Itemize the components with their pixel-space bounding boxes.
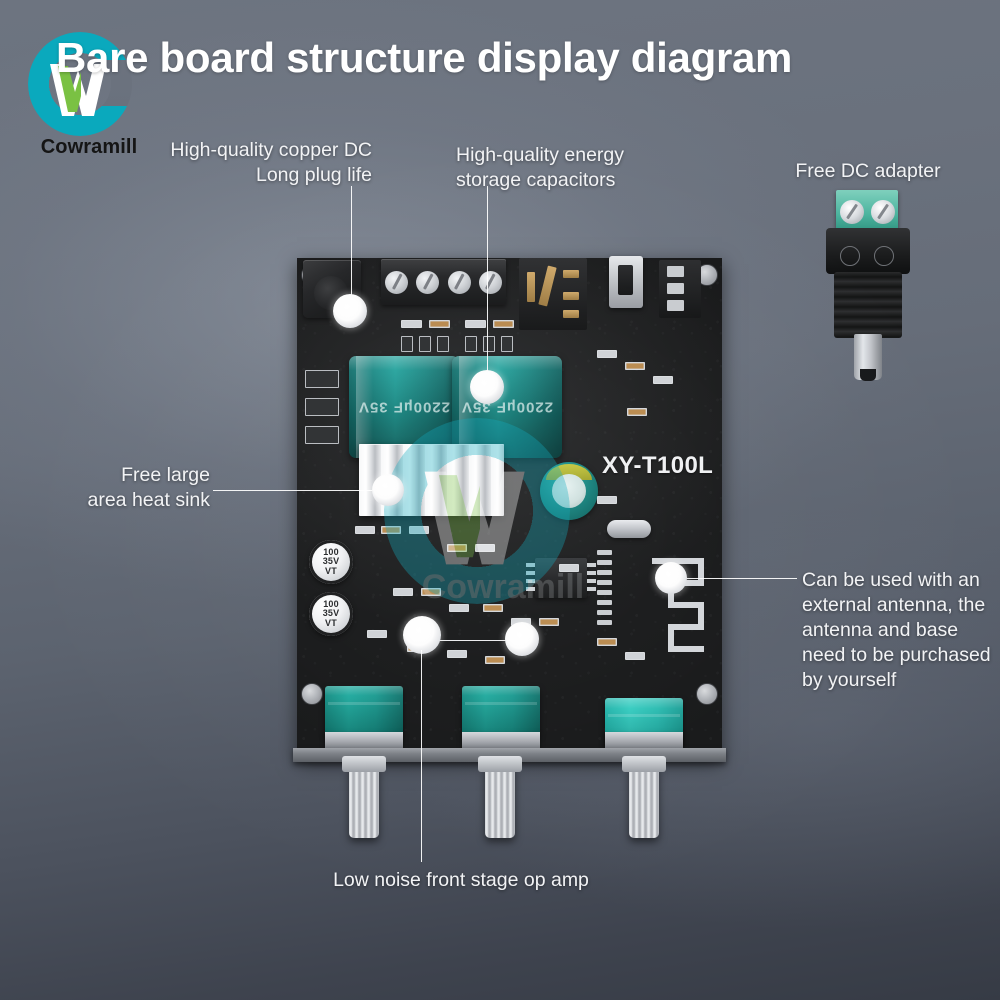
potentiometer-shaft[interactable] [622,756,666,838]
adapter-barrel-pin [854,334,882,381]
minus-polarity-icon [840,246,860,266]
callout-external-antenna: Can be used with an external antenna, th… [802,569,991,691]
callout-heat-sink: Free large area heat sink [87,464,211,511]
mount-hole [696,683,718,705]
terminal-screw-icon [447,270,471,294]
callout-dot-dc-jack [333,294,367,328]
potentiometer-body[interactable] [462,686,540,734]
potentiometer-base [462,732,540,748]
brand-logo: Cowramill [14,32,164,158]
board-bottom-rail [293,748,726,762]
slide-switch[interactable] [609,256,643,308]
crystal-oscillator [607,520,651,538]
electrolytic-capacitor-teal [540,462,598,520]
potentiometer-shaft[interactable] [478,756,522,838]
callout-dc-jack: High-quality copper DC Long plug life [170,139,372,186]
callout-dot-capacitors [470,370,504,404]
mount-hole [301,683,323,705]
adapter-grip-ribs [834,272,902,338]
callout-storage-capacitors: High-quality energy storage capacitors [456,144,625,191]
potentiometer-body[interactable] [325,686,403,734]
board-model-silkscreen: XY-T100L [602,452,714,479]
leader-line-dc-jack [351,186,353,310]
leader-line-opamp-cross [430,640,526,642]
callout-dot-heat-sink [372,474,404,506]
electrolytic-capacitor-large: 2200µF 35V [452,356,562,458]
brand-name: Cowramill [40,136,138,158]
adapter-screw-icon [870,200,895,224]
leader-line-heat-sink [213,490,388,492]
screw-terminal-block-4pin [381,259,506,305]
cowramill-c-icon [28,32,134,136]
electrolytic-capacitor-large: 2200µF 35V [349,356,459,458]
callout-dot-opamp-right [505,622,539,656]
adapter-terminal-block [836,190,898,234]
callout-dot-antenna [655,562,687,594]
callout-dot-opamp-left [403,616,441,654]
cowramill-w-icon [48,62,114,118]
potentiometer-base [325,732,403,748]
page-title: Bare board structure display diagram [56,34,793,81]
leader-line-capacitors [487,186,489,386]
plus-polarity-icon [874,246,894,266]
spring-clip-connector [519,258,587,330]
pin-header-3pin [659,260,701,318]
terminal-screw-icon [478,270,502,294]
dc-adapter-plug [820,190,916,381]
adapter-screw-icon [839,200,864,224]
terminal-screw-icon [385,270,409,294]
adapter-body [826,228,910,274]
potentiometer-shaft[interactable] [342,756,386,838]
callout-op-amp: Low noise front stage op amp [333,869,589,891]
leader-line-antenna [672,578,797,580]
terminal-screw-icon [416,270,440,294]
potentiometer-base [605,732,683,748]
leader-line-opamp [421,650,423,862]
callout-free-dc-adapter: Free DC adapter [795,160,941,182]
